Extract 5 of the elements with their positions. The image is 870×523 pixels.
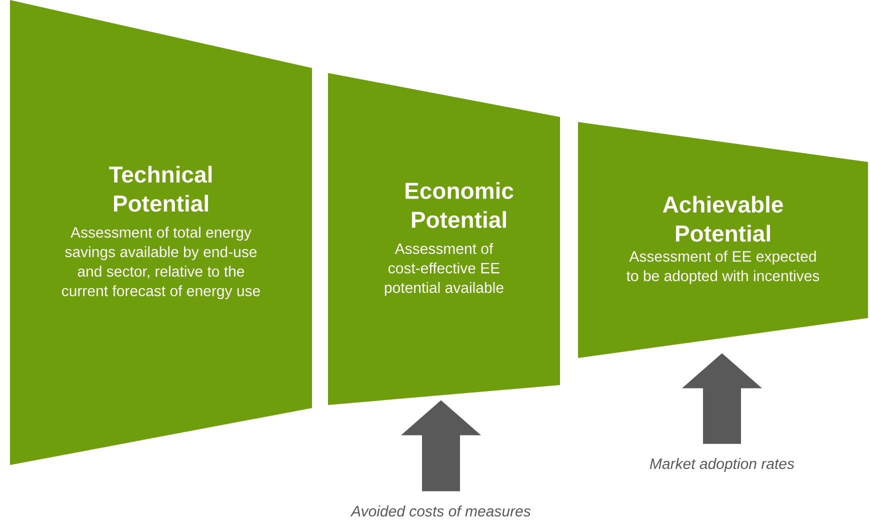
panel: Economic Potential Assessment of cost-effective EE potential available	[328, 73, 560, 405]
caption-text: Market adoption rates	[650, 458, 794, 472]
caption-text: Avoided costs of measures	[350, 506, 531, 517]
panel: Achievable Potential Assessment of EE expected to be adopted with incentives	[578, 122, 868, 358]
panel: Technical Potential Assessment of total energy savings available by end-use and sector, relative to the current forecast of energy use	[10, 0, 312, 465]
